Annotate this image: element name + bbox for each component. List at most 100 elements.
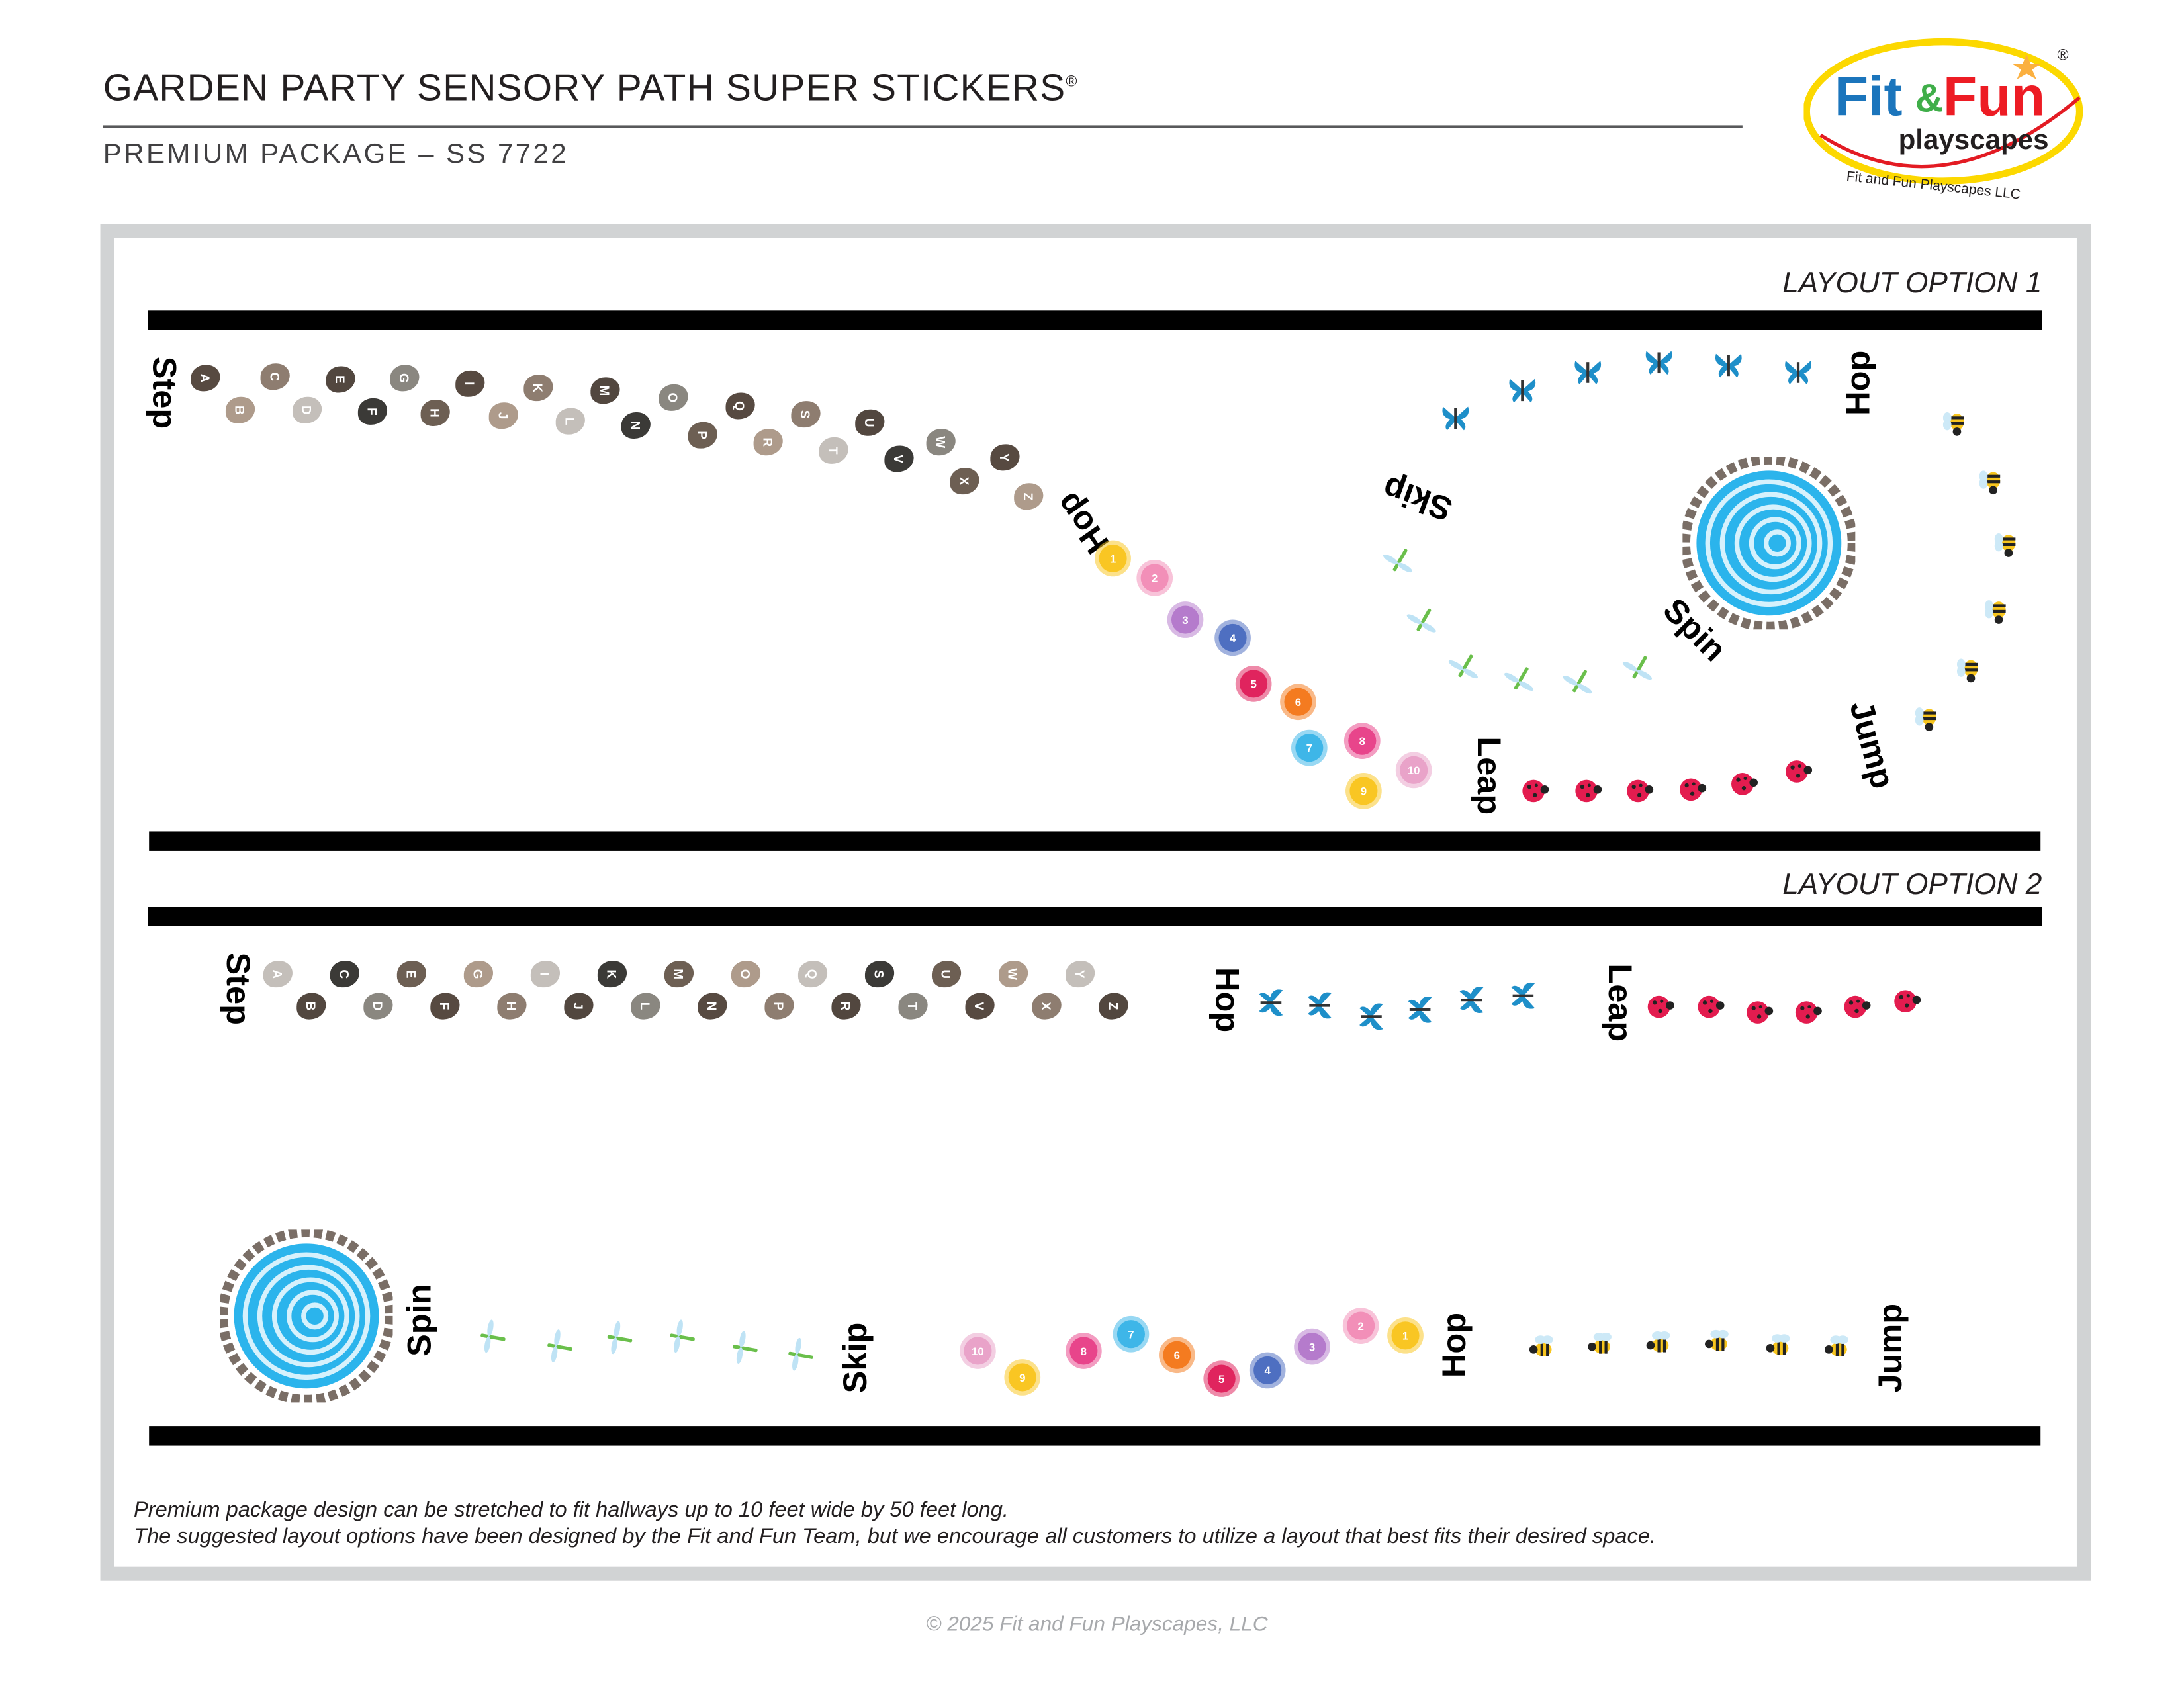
number-flower: 7 — [1116, 1320, 1145, 1349]
ladybug-icon — [1517, 773, 1551, 813]
bee-icon — [1822, 1331, 1856, 1372]
number-flower: 4 — [1253, 1356, 1282, 1384]
logo-sub-text: playscapes — [1899, 124, 2049, 155]
ladybug-icon — [1741, 995, 1775, 1035]
title-text: GARDEN PARTY SENSORY PATH SUPER STICKERS — [103, 67, 1066, 109]
registered-mark: ® — [1066, 73, 1078, 91]
header-divider — [103, 125, 1743, 128]
logo-amp-text: & — [1915, 77, 1944, 120]
note-line-2: The suggested layout options have been d… — [134, 1525, 1657, 1549]
dragonfly-icon — [729, 1331, 762, 1372]
action-word-leap: Leap — [1469, 736, 1508, 815]
action-word-hop1: Hop — [1207, 967, 1246, 1033]
layout-frame — [100, 224, 2091, 1581]
butterfly-icon — [1782, 355, 1815, 396]
number-flower: 4 — [1218, 623, 1247, 652]
action-word-hop2: Hop — [1840, 350, 1878, 416]
ladybug-icon — [1621, 773, 1655, 813]
dragonfly-icon — [784, 1337, 818, 1379]
ladybug-icon — [1692, 989, 1726, 1029]
path-edge-top-1 — [148, 310, 2042, 330]
bee-icon — [1953, 652, 1987, 692]
dragonfly-icon — [1448, 649, 1482, 689]
ladybug-icon — [1726, 766, 1760, 807]
note-line-1: Premium package design can be stretched … — [134, 1498, 1009, 1523]
bee-icon — [1763, 1330, 1797, 1370]
page-subtitle: PREMIUM PACKAGE – SS 7722 — [103, 139, 569, 170]
butterfly-icon — [1404, 993, 1437, 1034]
number-flower: 3 — [1171, 605, 1200, 634]
butterfly-icon — [1355, 1000, 1389, 1040]
action-word-leap: Leap — [1600, 963, 1639, 1042]
dragonfly-icon — [477, 1319, 510, 1360]
brand-logo: Fit & Fun playscapes Fit and Fun Playsca… — [1803, 35, 2089, 209]
number-flower: 7 — [1295, 734, 1324, 762]
number-flower: 1 — [1391, 1321, 1420, 1350]
dragonfly-icon — [1406, 603, 1441, 643]
action-word-spin: Spin — [401, 1284, 439, 1356]
logo-fun-text: Fun — [1943, 66, 2045, 128]
number-flower: 5 — [1240, 670, 1268, 698]
action-word-jump: Jump — [1872, 1303, 1910, 1393]
bee-icon — [1702, 1326, 1736, 1366]
number-flower: 9 — [1008, 1363, 1036, 1392]
action-word-step: Step — [144, 356, 183, 429]
butterfly-icon — [1506, 373, 1539, 414]
spin-spiral-icon — [218, 1227, 395, 1409]
number-flower: 9 — [1349, 777, 1378, 805]
bee-icon — [1527, 1331, 1561, 1372]
bee-icon — [1585, 1329, 1619, 1369]
number-flower: 5 — [1207, 1364, 1236, 1393]
butterfly-icon — [1304, 989, 1338, 1029]
path-edge-top-2 — [148, 907, 2042, 926]
ladybug-icon — [1570, 773, 1604, 813]
logo-registered-text: ® — [2057, 46, 2068, 63]
action-word-skip: Skip — [837, 1322, 875, 1394]
bee-icon — [1643, 1327, 1677, 1368]
logo-fit-text: Fit — [1835, 66, 1903, 128]
butterfly-icon — [1571, 355, 1605, 396]
number-flower: 2 — [1347, 1311, 1375, 1340]
number-flower: 6 — [1163, 1341, 1191, 1369]
bee-icon — [1939, 405, 1973, 445]
action-word-step: Step — [218, 952, 257, 1026]
path-edge-bottom-1 — [149, 831, 2041, 851]
ladybug-icon — [1642, 989, 1676, 1029]
number-flower: 2 — [1140, 564, 1169, 592]
number-flower: 3 — [1298, 1333, 1326, 1361]
dragonfly-icon — [543, 1329, 577, 1370]
number-flower: 6 — [1284, 688, 1312, 716]
butterfly-icon — [1507, 979, 1541, 1020]
butterfly-icon — [1712, 348, 1746, 388]
logo-ellipse-icon: Fit & Fun playscapes Fit and Fun Playsca… — [1803, 38, 2083, 202]
dragonfly-icon — [1563, 664, 1596, 705]
action-word-hop2: Hop — [1435, 1312, 1474, 1378]
ladybug-icon — [1780, 754, 1814, 794]
number-flower: 1 — [1099, 544, 1127, 572]
path-edge-bottom-2 — [149, 1426, 2041, 1446]
ladybug-icon — [1889, 983, 1923, 1024]
dragonfly-icon — [1622, 650, 1657, 691]
butterfly-icon — [1255, 986, 1289, 1026]
page-title: GARDEN PARTY SENSORY PATH SUPER STICKERS… — [103, 67, 1078, 110]
dragonfly-icon — [1504, 662, 1538, 702]
dragonfly-icon — [603, 1321, 637, 1362]
copyright: © 2025 Fit and Fun Playscapes, LLC — [926, 1613, 1268, 1636]
layout-option-2-label: LAYOUT OPTION 2 — [1782, 869, 2042, 901]
ladybug-icon — [1674, 772, 1708, 812]
number-flower: 8 — [1348, 727, 1377, 755]
ladybug-icon — [1790, 995, 1823, 1035]
bee-icon — [1981, 594, 2015, 634]
ladybug-icon — [1839, 989, 1872, 1029]
number-flower: 10 — [1400, 756, 1428, 784]
number-flower: 8 — [1069, 1337, 1098, 1365]
bee-icon — [1911, 701, 1945, 741]
spin-spiral-icon — [1680, 455, 1858, 636]
dragonfly-icon — [666, 1319, 700, 1360]
butterfly-icon — [1439, 401, 1473, 441]
dragonfly-icon — [1383, 543, 1417, 584]
bee-icon — [1990, 527, 2024, 567]
number-flower: 10 — [964, 1337, 992, 1365]
butterfly-icon — [1455, 983, 1489, 1024]
